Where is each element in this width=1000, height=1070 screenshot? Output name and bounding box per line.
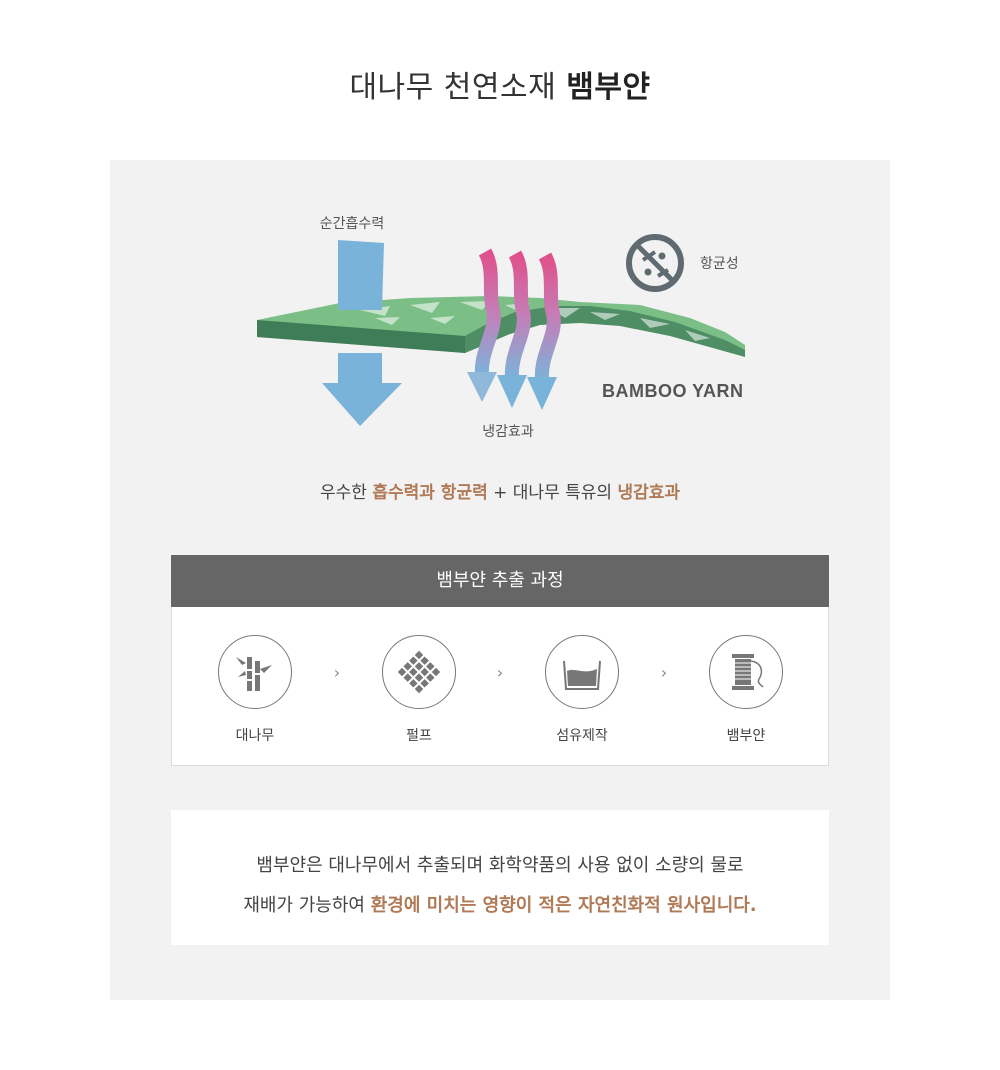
page-title-bold: 뱀부얀	[566, 70, 651, 105]
step-label: 펄프	[406, 728, 432, 744]
description-line-2-prefix: 재배가 가능하여	[243, 895, 371, 916]
pulp-icon	[397, 650, 441, 694]
page-title-light: 대나무 천연소재	[349, 70, 557, 105]
process-step-pulp: 펄프	[359, 635, 479, 745]
tagline-highlight-2: 냉감효과	[617, 483, 680, 503]
tagline-middle: + 대나무 특유의	[487, 483, 618, 503]
process-title: 뱀부얀 추출 과정	[171, 555, 829, 607]
step-label: 대나무	[235, 728, 275, 744]
absorb-label: 순간흡수력	[320, 216, 384, 232]
tagline-prefix: 우수한	[320, 483, 373, 503]
process-steps: 대나무 › 펄프 ›	[172, 607, 828, 765]
cooling-label: 냉감효과	[482, 424, 534, 440]
step-circle	[545, 635, 619, 709]
bamboo-icon	[236, 657, 272, 691]
chevron-right-icon: ›	[333, 663, 341, 682]
description-line-2: 재배가 가능하여 환경에 미치는 영향이 적은 자연친화적 원사입니다.	[171, 886, 829, 926]
tagline: 우수한 흡수력과 항균력 + 대나무 특유의 냉감효과	[110, 478, 890, 503]
tagline-highlight-1: 흡수력과 항균력	[372, 483, 488, 503]
step-circle	[709, 635, 783, 709]
absorb-arrow-icon	[322, 240, 402, 426]
bamboo-yarn-illustration: 순간흡수력 항균성 냉감효과 BAMBOO YARN	[257, 216, 745, 440]
step-label: 섬유제작	[556, 728, 608, 744]
page-title: 대나무 천연소재 뱀부얀	[0, 62, 1000, 106]
process-step-yarn: 뱀부얀	[686, 635, 806, 745]
process-step-bamboo: 대나무	[195, 635, 315, 745]
description-box: 뱀부얀은 대나무에서 추출되며 화학약품의 사용 없이 소량의 물로 재배가 가…	[171, 810, 829, 945]
process-step-fiber: 섬유제작	[522, 635, 642, 745]
thread-spool-icon	[732, 654, 764, 690]
fiber-bath-icon	[563, 660, 601, 690]
description-line-2-highlight: 환경에 미치는 영향이 적은 자연친화적 원사입니다.	[370, 895, 757, 916]
brand-label: BAMBOO YARN	[602, 381, 744, 401]
chevron-right-icon: ›	[660, 663, 668, 682]
antibacterial-icon	[626, 234, 684, 292]
heat-wave-icon	[467, 248, 561, 410]
chevron-right-icon: ›	[496, 663, 504, 682]
description-line-1: 뱀부얀은 대나무에서 추출되며 화학약품의 사용 없이 소량의 물로	[256, 855, 744, 876]
fabric-sheet	[257, 296, 745, 357]
step-circle	[218, 635, 292, 709]
step-label: 뱀부얀	[726, 728, 766, 744]
process-card: 뱀부얀 추출 과정 대나무 ›	[171, 555, 829, 766]
antibac-label: 항균성	[700, 256, 739, 272]
step-circle	[382, 635, 456, 709]
